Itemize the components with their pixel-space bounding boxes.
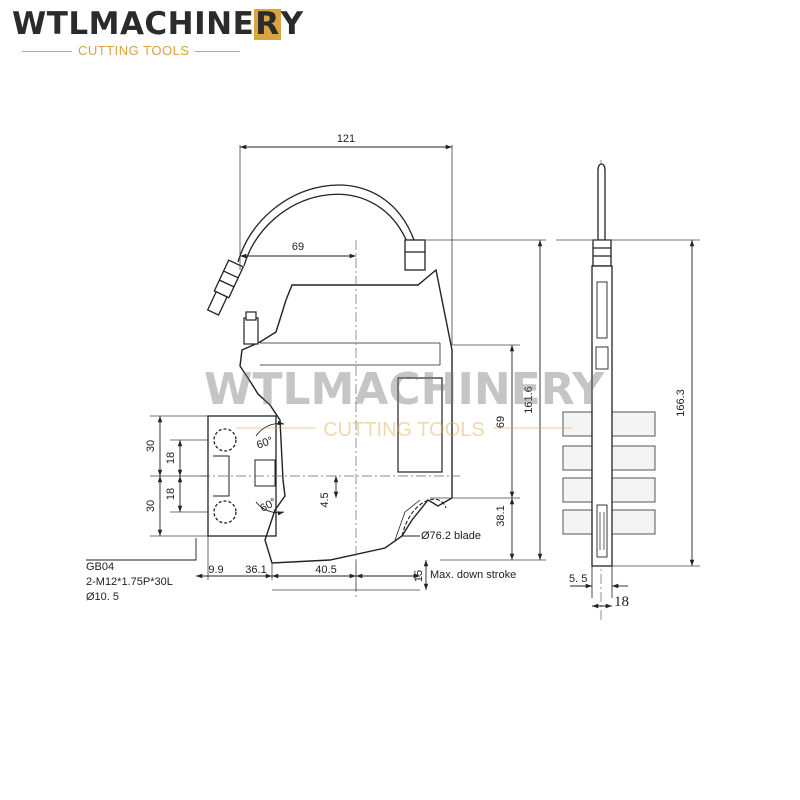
dim-161-6: 161.6 [523,386,535,414]
dim-40-5: 40.5 [315,564,336,576]
dim-121: 121 [337,133,355,145]
max-down-stroke-label: Max. down stroke [430,569,516,581]
dimension-labels: 121 69 161.6 69 38.1 166.3 30 30 18 18 4… [145,133,687,610]
dim-side-18: 18 [614,594,629,610]
callout-line-3: Ø10. 5 [86,591,119,603]
dim-15: 15 [413,570,425,582]
watermark-tagline: CUTTING TOOLS [323,419,485,441]
front-view-body [239,268,453,564]
logo-tagline: CUTTING TOOLS [72,43,196,58]
dim-bolt-30-bottom: 30 [145,500,157,512]
dimension-lines [86,144,695,609]
dim-4-5: 4.5 [319,492,331,507]
logo-brand-main: WTLMACHINE [12,6,255,42]
dim-bolt-18-bottom: 18 [165,488,177,500]
logo-brand-text: WTLMACHINERY [12,6,304,42]
logo-brand-r: R [254,6,281,42]
dim-166-3: 166.3 [675,389,687,417]
dim-bolt-18-top: 18 [165,452,177,464]
callout-line-1: GB04 [86,561,114,573]
dim-angle-top: 60° [255,435,275,452]
dim-side-5-5: 5. 5 [569,573,587,585]
dim-36-1: 36.1 [245,564,266,576]
callout-line-2: 2-M12*1.75P*30L [86,576,173,588]
dim-38-1: 38.1 [495,505,507,526]
adjust-knob [243,311,259,345]
dim-69-vertical: 69 [495,416,507,428]
bolt-callout: GB04 2-M12*1.75P*30L Ø10. 5 [86,561,173,603]
watermark-brand: WTLMACHINERY [204,364,605,415]
pneumatic-hose [206,184,426,316]
logo-brand-end: Y [280,6,304,42]
dim-bolt-30-top: 30 [145,440,157,452]
brand-logo: WTLMACHINERY CUTTING TOOLS [10,6,303,66]
watermark: WTLMACHINERY CUTTING TOOLS [204,364,605,441]
dim-69-horizontal: 69 [292,241,304,253]
dim-9-9: 9.9 [208,564,223,576]
blade [394,498,447,541]
blade-label: Ø76.2 blade [421,530,481,542]
side-view [591,163,613,598]
